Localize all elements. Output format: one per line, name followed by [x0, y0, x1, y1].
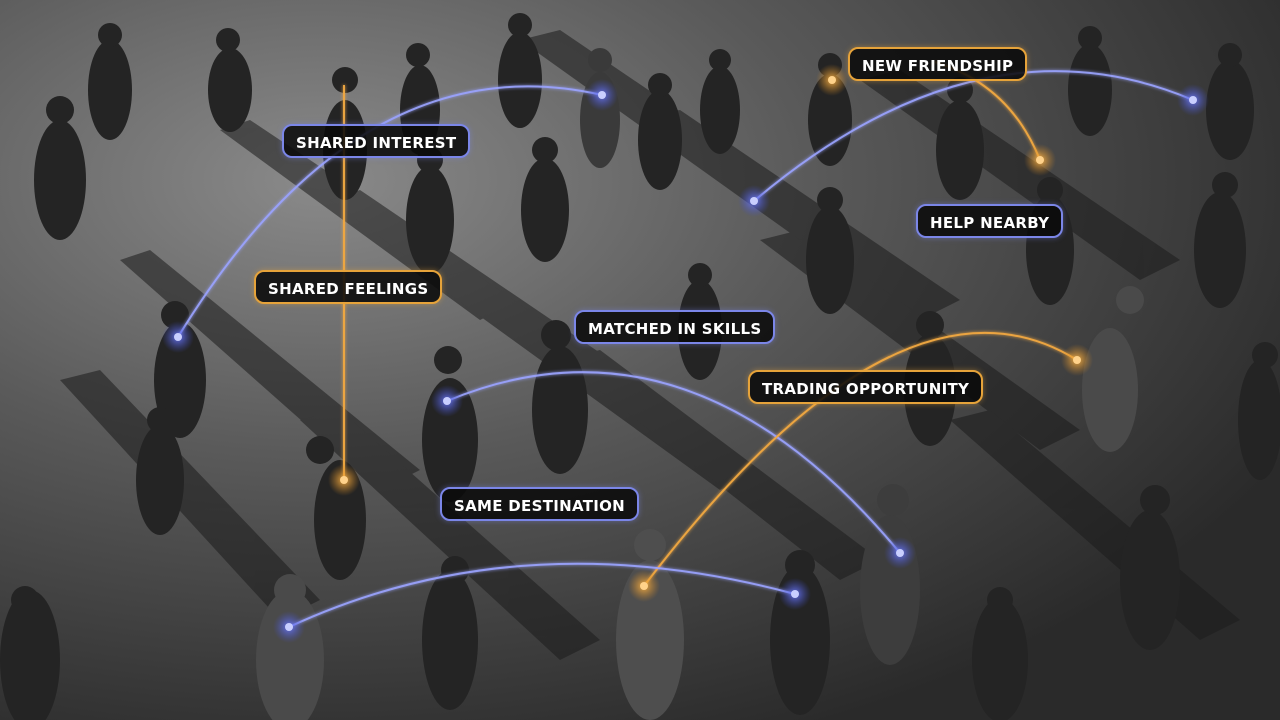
connection-nodes	[162, 64, 1209, 643]
node-blue	[273, 611, 305, 643]
node-orange	[628, 570, 660, 602]
node-orange	[1061, 344, 1093, 376]
label-shared-interest: SHARED INTEREST	[282, 124, 471, 158]
node-blue	[586, 79, 618, 111]
node-blue	[431, 385, 463, 417]
label-matched-in-skills: MATCHED IN SKILLS	[574, 310, 776, 344]
label-help-nearby: HELP NEARBY	[916, 204, 1064, 238]
label-new-friendship: NEW FRIENDSHIP	[848, 47, 1028, 81]
node-blue	[884, 537, 916, 569]
node-blue	[738, 185, 770, 217]
node-orange	[1024, 144, 1056, 176]
connection-arc-same-destination	[288, 562, 796, 628]
connection-arc-trading-opportunity	[643, 331, 1078, 587]
node-blue	[162, 321, 194, 353]
node-orange	[328, 464, 360, 496]
node-blue	[1177, 84, 1209, 116]
label-shared-feelings: SHARED FEELINGS	[254, 270, 443, 304]
label-trading-opportunity: TRADING OPPORTUNITY	[748, 370, 984, 404]
connection-arc-matched-in-skills	[446, 371, 901, 554]
node-blue	[779, 578, 811, 610]
node-orange	[816, 64, 848, 96]
label-same-destination: SAME DESTINATION	[440, 487, 640, 521]
